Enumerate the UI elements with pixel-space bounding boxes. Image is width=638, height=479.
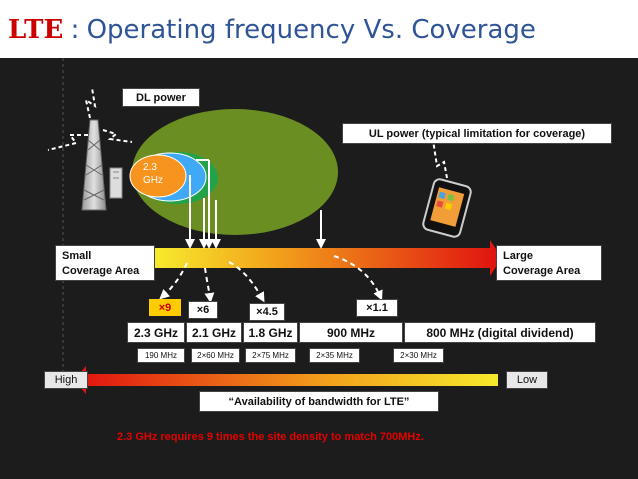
low-label: Low [506,371,548,389]
title-bar: LTE : Operating frequency Vs. Coverage [0,0,638,58]
cell-tower-icon [81,119,123,211]
multiplier-x4-5: ×4.5 [249,303,285,321]
bandwidth-800mhz: 2×30 MHz [393,348,444,363]
availability-arrow [74,366,498,394]
radio-wave-icon [47,87,133,151]
smartphone-icon [422,178,472,238]
footnote: 2.3 GHz requires 9 times the site densit… [117,431,424,443]
bandwidth-1-8ghz: 2×75 MHz [245,348,296,363]
frequency-2-1ghz: 2.1 GHz [186,322,242,343]
dashed-arrow-x9 [159,262,188,300]
dashed-arrow-x1-1 [333,255,383,301]
frequency-800mhz: 800 MHz (digital dividend) [404,322,596,343]
inner-frequency-label: 2.3 GHz [143,162,163,186]
coverage-ellipse-2300 [129,154,187,198]
frequency-2-3ghz: 2.3 GHz [127,322,185,343]
multiplier-x6: ×6 [188,301,218,319]
frequency-1-8ghz: 1.8 GHz [243,322,298,343]
frequency-900mhz: 900 MHz [299,322,403,343]
page-title: LTE : Operating frequency Vs. Coverage [8,14,536,45]
multiplier-x9: ×9 [149,299,181,316]
bandwidth-2-1ghz: 2×60 MHz [191,348,240,363]
large-coverage-label: Large Coverage Area [496,245,602,281]
uplink-wave-icon [432,139,448,179]
title-separator: : [70,15,80,45]
title-text: Operating frequency Vs. Coverage [86,15,536,45]
high-label: High [44,371,88,389]
dashed-arrow-x6 [204,267,215,303]
bandwidth-900mhz: 2×35 MHz [309,348,360,363]
title-prefix: LTE [8,15,64,45]
availability-label: “Availability of bandwidth for LTE” [199,391,439,412]
dl-power-label: DL power [122,88,200,107]
small-coverage-label: Small Coverage Area [55,245,155,281]
ul-power-label: UL power (typical limitation for coverag… [342,123,612,144]
bandwidth-2-3ghz: 190 MHz [137,348,185,363]
coverage-arrow [155,240,502,276]
dashed-arrow-x4-5 [228,261,265,303]
multiplier-x1-1: ×1.1 [356,299,398,317]
